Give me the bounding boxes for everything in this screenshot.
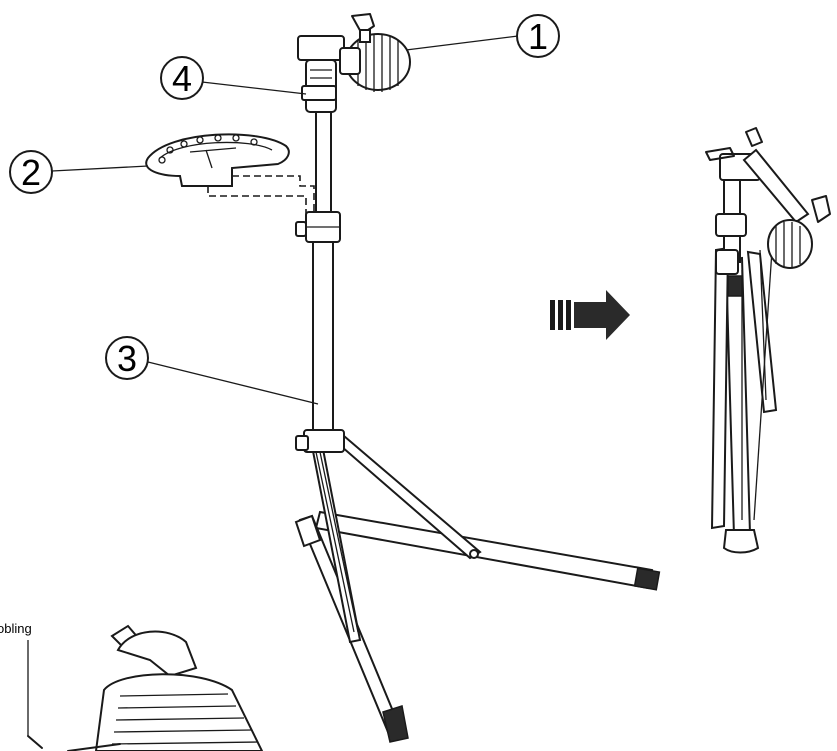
callout-4: 4 [160,56,307,100]
callout-4-label: 4 [172,58,192,99]
side-label-text: obling [0,621,32,636]
callout-2-label: 2 [21,152,41,193]
main-stand [145,13,661,743]
callout-3: 3 [105,336,319,405]
callout-2: 2 [9,150,149,194]
callout-1-label: 1 [528,16,548,57]
clamp-detail-inset: obling [0,621,264,751]
tool-tray [145,133,315,222]
clamp-head [297,13,411,113]
folding-direction-arrow-icon [550,290,630,340]
callout-1: 1 [405,14,560,58]
callout-3-label: 3 [117,338,137,379]
stand-legs [294,434,661,743]
folded-stand [705,127,831,554]
